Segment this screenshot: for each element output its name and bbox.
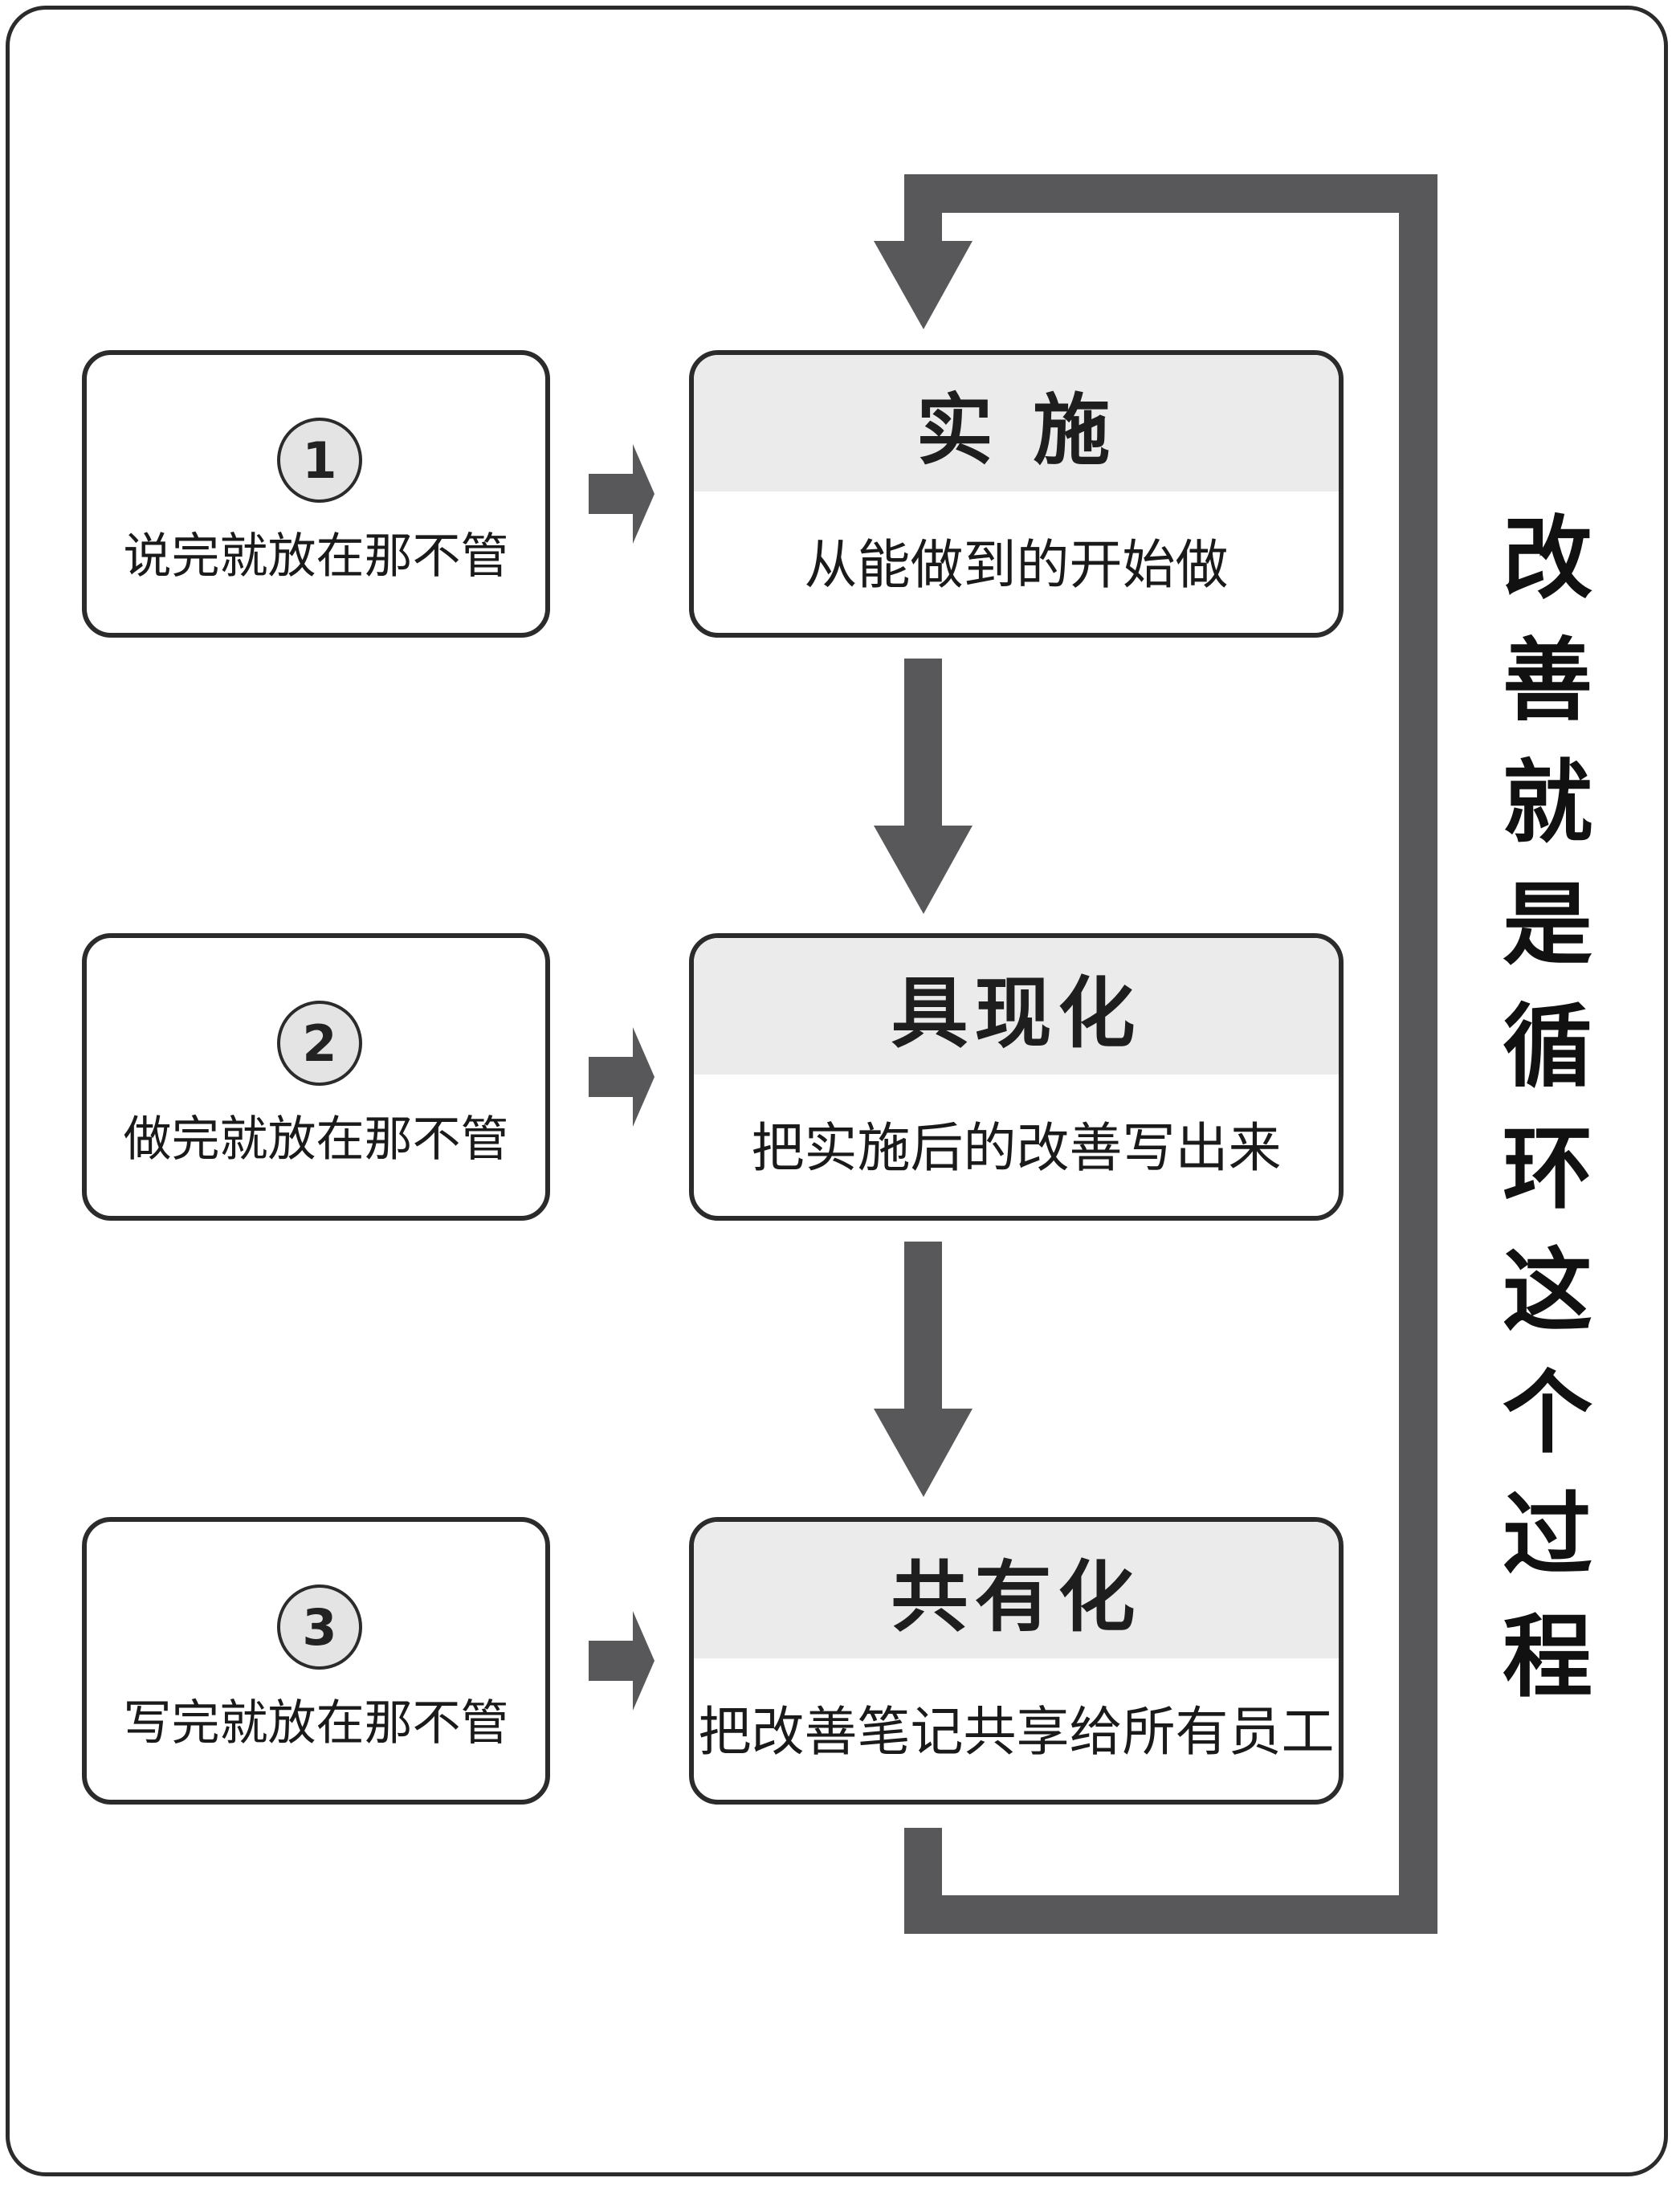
step-box-3: 共有化 把改善笔记共享给所有员工	[689, 1517, 1344, 1805]
loop-right-bar	[1399, 174, 1437, 1934]
side-title: 改 善 就 是 循 环 这 个 过 程	[1495, 498, 1600, 1719]
down-arrow-1-shaft	[904, 659, 942, 827]
side-title-char: 个	[1503, 1361, 1592, 1466]
pitfall-box-3: 3 写完就放在那不管	[82, 1517, 550, 1805]
right-arrow-2-head	[633, 1027, 654, 1127]
step-description: 把改善笔记共享给所有员工	[698, 1701, 1335, 1763]
step-number-badge: 3	[277, 1584, 362, 1670]
step-description: 从能做到的开始做	[804, 534, 1229, 596]
step-number-badge: 2	[277, 1001, 362, 1086]
loop-down-arrowhead	[874, 241, 973, 329]
right-arrow-3-head	[633, 1611, 654, 1711]
right-arrow-3-shaft	[589, 1641, 634, 1681]
side-title-char: 这	[1503, 1239, 1592, 1344]
side-title-char: 是	[1503, 873, 1592, 977]
step-box-2: 具现化 把实施后的改善写出来	[689, 933, 1344, 1221]
down-arrow-2-shaft	[904, 1242, 942, 1410]
side-title-char: 程	[1503, 1605, 1592, 1710]
step-number-badge: 1	[277, 418, 362, 503]
pitfall-text: 说完就放在那不管	[123, 528, 509, 585]
pitfall-box-2: 2 做完就放在那不管	[82, 933, 550, 1221]
right-arrow-1-shaft	[589, 474, 634, 514]
pitfall-text: 做完就放在那不管	[123, 1111, 509, 1168]
step-box-1: 实 施 从能做到的开始做	[689, 350, 1344, 638]
step-description: 把实施后的改善写出来	[751, 1117, 1282, 1179]
step-title: 共有化	[694, 1522, 1339, 1658]
down-arrow-2-head	[874, 1409, 973, 1497]
side-title-char: 过	[1503, 1483, 1592, 1588]
side-title-char: 就	[1503, 751, 1592, 855]
side-title-char: 循	[1503, 995, 1592, 1099]
down-arrow-1-head	[874, 826, 973, 914]
outer-frame	[6, 6, 1668, 2176]
loop-top-stub	[904, 174, 942, 243]
step-title: 具现化	[694, 938, 1339, 1075]
right-arrow-1-head	[633, 444, 654, 544]
loop-bottom-bar	[904, 1895, 1437, 1934]
side-title-char: 善	[1503, 629, 1592, 733]
loop-top-bar	[904, 174, 1437, 213]
right-arrow-2-shaft	[589, 1057, 634, 1097]
side-title-char: 改	[1503, 507, 1592, 611]
pitfall-text: 写完就放在那不管	[123, 1695, 509, 1752]
side-title-char: 环	[1503, 1117, 1592, 1221]
step-title: 实 施	[694, 355, 1339, 491]
pitfall-box-1: 1 说完就放在那不管	[82, 350, 550, 638]
